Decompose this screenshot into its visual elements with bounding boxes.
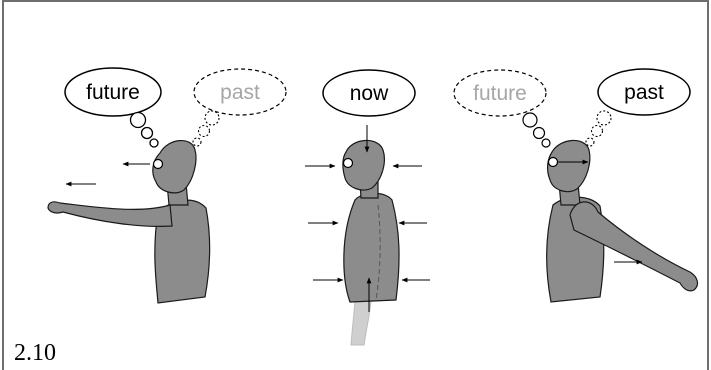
thought-label-past: past	[624, 81, 664, 104]
head	[342, 139, 385, 191]
thought-bubble-past-faded: past	[192, 68, 287, 147]
thought-bubble-past: past	[585, 68, 691, 147]
panel-now: now	[305, 69, 430, 346]
torso	[343, 192, 400, 303]
eye	[342, 157, 354, 169]
arm-outline	[375, 204, 381, 301]
head	[546, 139, 591, 193]
arm	[569, 201, 699, 292]
eye	[152, 158, 164, 170]
panel-past: future past	[453, 68, 699, 303]
arm	[47, 201, 173, 227]
thought-label-now: now	[350, 82, 389, 105]
thought-bubble-now: now	[322, 69, 416, 117]
thought-label-future-faded: future	[473, 82, 527, 105]
mannequin-now	[342, 139, 400, 303]
mannequin-past	[546, 139, 699, 303]
thought-bubble-future-faded: future	[453, 69, 551, 148]
figure-number: 2.10	[14, 340, 56, 366]
panel-future: future past	[47, 67, 287, 304]
arm-faded	[350, 299, 372, 346]
head	[152, 140, 197, 194]
thought-label-past-faded: past	[220, 81, 260, 104]
thought-bubble-future: future	[64, 67, 162, 148]
thought-label-future: future	[86, 81, 140, 104]
eye	[547, 156, 559, 168]
mannequin-future	[47, 140, 211, 304]
